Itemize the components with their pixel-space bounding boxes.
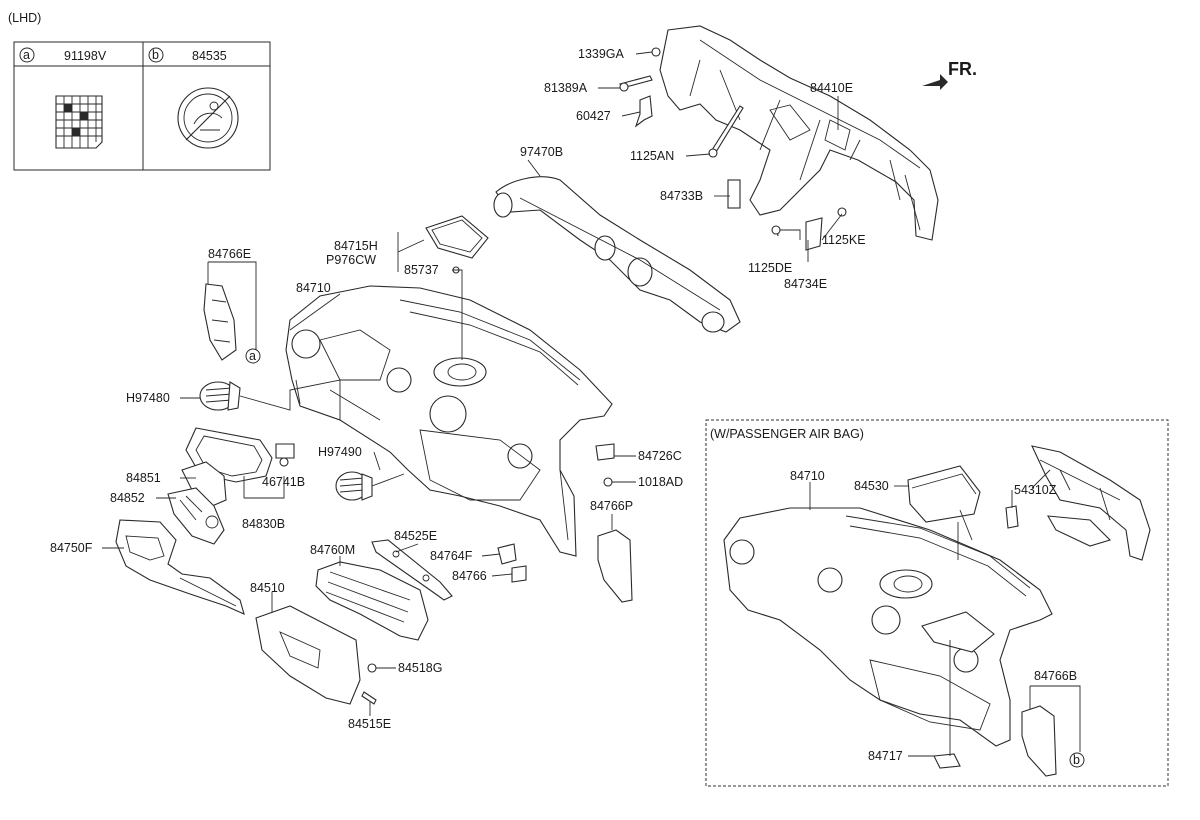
variant-label: (LHD) <box>8 11 41 25</box>
label-84851: 84851 <box>126 471 161 485</box>
airbag-cover-panel <box>425 215 489 274</box>
crash-pad-main <box>285 285 613 557</box>
fasteners-top <box>619 47 847 237</box>
label-sub-84710: 84710 <box>790 469 825 483</box>
glove-box <box>255 605 377 705</box>
label-60427: 60427 <box>576 109 611 123</box>
air-vent-center <box>335 471 373 501</box>
label-sub-84766B: 84766B <box>1034 669 1077 683</box>
front-direction-indicator: FR. <box>922 59 977 90</box>
passenger-airbag-subassembly: (W/PASSENGER AIR BAG) <box>705 419 1169 787</box>
side-cover-left <box>203 283 237 361</box>
label-46741B: 46741B <box>262 475 305 489</box>
lower-crash-pad <box>115 519 245 615</box>
subassembly-title: (W/PASSENGER AIR BAG) <box>710 427 864 441</box>
label-1125AN: 1125AN <box>630 149 674 163</box>
label-85737: 85737 <box>404 263 439 277</box>
air-vent-left <box>199 381 241 411</box>
label-84510: 84510 <box>250 581 285 595</box>
label-84766P: 84766P <box>590 499 633 513</box>
label-84410E: 84410E <box>810 81 853 95</box>
label-84830B: 84830B <box>242 517 285 531</box>
label-P976CW: P976CW <box>326 253 376 267</box>
glove-box-housing <box>315 561 429 641</box>
label-H97480: H97480 <box>126 391 170 405</box>
label-84515E: 84515E <box>348 717 391 731</box>
label-84726C: 84726C <box>638 449 682 463</box>
right-side-bracket <box>595 443 615 487</box>
side-cover-right <box>597 529 633 603</box>
legend-key-b: b <box>152 48 159 62</box>
label-84852: 84852 <box>110 491 145 505</box>
label-84733B: 84733B <box>660 189 703 203</box>
label-84518G: 84518G <box>398 661 442 675</box>
label-1125DE: 1125DE <box>748 261 792 275</box>
latch-parts <box>497 543 527 583</box>
label-84760M: 84760M <box>310 543 355 557</box>
column-cover <box>167 461 227 545</box>
label-84750F: 84750F <box>50 541 93 555</box>
label-84766: 84766 <box>452 569 487 583</box>
label-84766E: 84766E <box>208 247 251 261</box>
heater-duct <box>493 176 741 333</box>
label-sub-54310Z: 54310Z <box>1014 483 1057 497</box>
legend-part-a: 91198V <box>64 49 107 63</box>
legend-key-a: a <box>23 48 30 62</box>
label-84734E: 84734E <box>784 277 827 291</box>
front-label: FR. <box>948 59 977 79</box>
glove-box-bracket <box>371 539 453 601</box>
airbag-warning-label-icon <box>177 87 239 149</box>
label-1339GA: 1339GA <box>578 47 625 61</box>
label-sub-84530: 84530 <box>854 479 889 493</box>
label-1125KE: 1125KE <box>822 233 866 247</box>
label-84710: 84710 <box>296 281 331 295</box>
legend-key-b-circle <box>148 47 164 63</box>
label-97470B: 97470B <box>520 145 563 159</box>
part-labels: 1339GA 81389A 60427 1125AN 84410E 84733B… <box>50 47 1077 763</box>
label-81389A: 81389A <box>544 81 588 95</box>
label-sub-84717: 84717 <box>868 749 903 763</box>
callout-a: a <box>245 348 261 364</box>
label-H97490: H97490 <box>318 445 362 459</box>
label-84525E: 84525E <box>394 529 437 543</box>
label-1018AD: 1018AD <box>638 475 683 489</box>
svg-text:a: a <box>249 349 256 363</box>
callout-b: b <box>1069 752 1085 768</box>
legend-table: a 91198V b 84535 <box>13 41 271 171</box>
svg-text:b: b <box>1073 753 1080 767</box>
grid-label-icon <box>55 95 103 149</box>
legend-part-b: 84535 <box>192 49 227 63</box>
label-84715H: 84715H <box>334 239 378 253</box>
legend-key-a-circle <box>19 47 35 63</box>
cowl-cross-bar <box>659 25 939 251</box>
label-84764F: 84764F <box>430 549 473 563</box>
leader-lines <box>102 51 1081 757</box>
